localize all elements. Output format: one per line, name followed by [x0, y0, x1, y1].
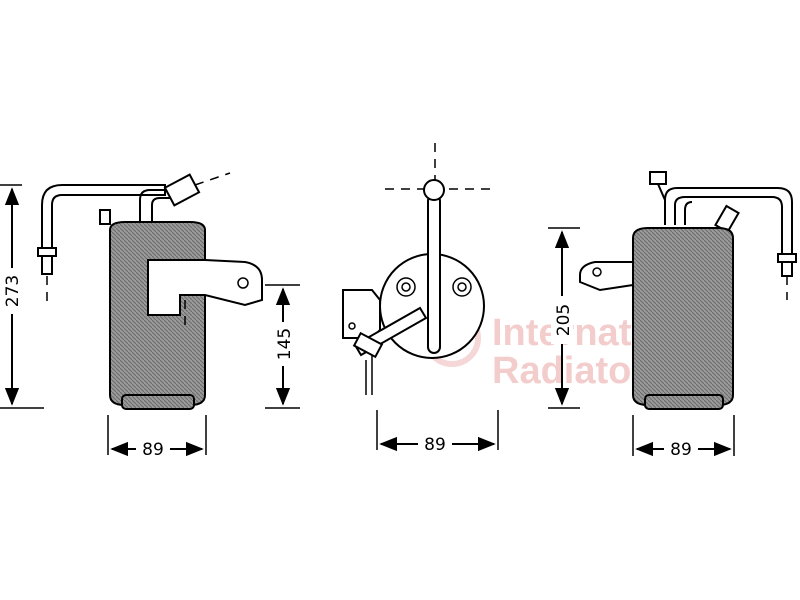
- right-view: 205 89: [548, 171, 797, 460]
- left-height-label-bg: [2, 268, 22, 314]
- right-receiver-body: [632, 227, 734, 406]
- right-height-label-bg: [551, 296, 573, 344]
- left-pipe-end: [41, 255, 53, 275]
- right-height-label: 205: [554, 304, 574, 336]
- center-port-left-inner: [401, 282, 411, 292]
- right-width-label-bg: [664, 438, 698, 460]
- left-port-pipe: [139, 189, 175, 225]
- right-port-pipe: [684, 201, 693, 225]
- right-pipe-end: [781, 261, 793, 277]
- right-pipe-cap-link: [657, 183, 666, 201]
- left-port-fitting: [163, 173, 201, 207]
- center-bracket-hole: [348, 322, 356, 330]
- left-width-label: 89: [142, 440, 164, 460]
- center-pipe-cap: [423, 179, 445, 201]
- center-view: 145 89: [265, 143, 499, 455]
- center-port-right: [452, 277, 472, 297]
- center-port-right-inner: [457, 282, 467, 292]
- left-height-label: 273: [3, 275, 23, 307]
- center-pipe-fitting: [352, 331, 384, 359]
- left-pipe-nut: [37, 247, 57, 257]
- center-bracket: [342, 289, 381, 339]
- left-receiver-base: [121, 394, 195, 410]
- left-valve: [99, 209, 111, 225]
- right-receiver-base: [644, 394, 724, 410]
- left-width-label-bg: [136, 438, 170, 460]
- right-width-label: 89: [670, 440, 692, 460]
- center-width-label: 89: [424, 435, 446, 455]
- right-bracket: [579, 261, 634, 292]
- right-pipe: [664, 187, 793, 255]
- left-view: 273 89: [0, 172, 263, 460]
- left-bracket-hole: [237, 277, 249, 289]
- center-width-label-bg: [418, 433, 452, 455]
- right-pipe-cap: [649, 171, 667, 185]
- center-height-label: 145: [275, 328, 295, 360]
- center-vertical-pipe: [427, 194, 441, 354]
- right-bracket-hole: [592, 267, 602, 277]
- left-bracket: [147, 259, 263, 316]
- left-port-centerline: [194, 172, 231, 186]
- center-port-left: [396, 277, 416, 297]
- right-pipe-nut: [777, 253, 797, 263]
- center-height-label-bg: [272, 322, 294, 366]
- left-port-pipe-inner: [151, 197, 178, 225]
